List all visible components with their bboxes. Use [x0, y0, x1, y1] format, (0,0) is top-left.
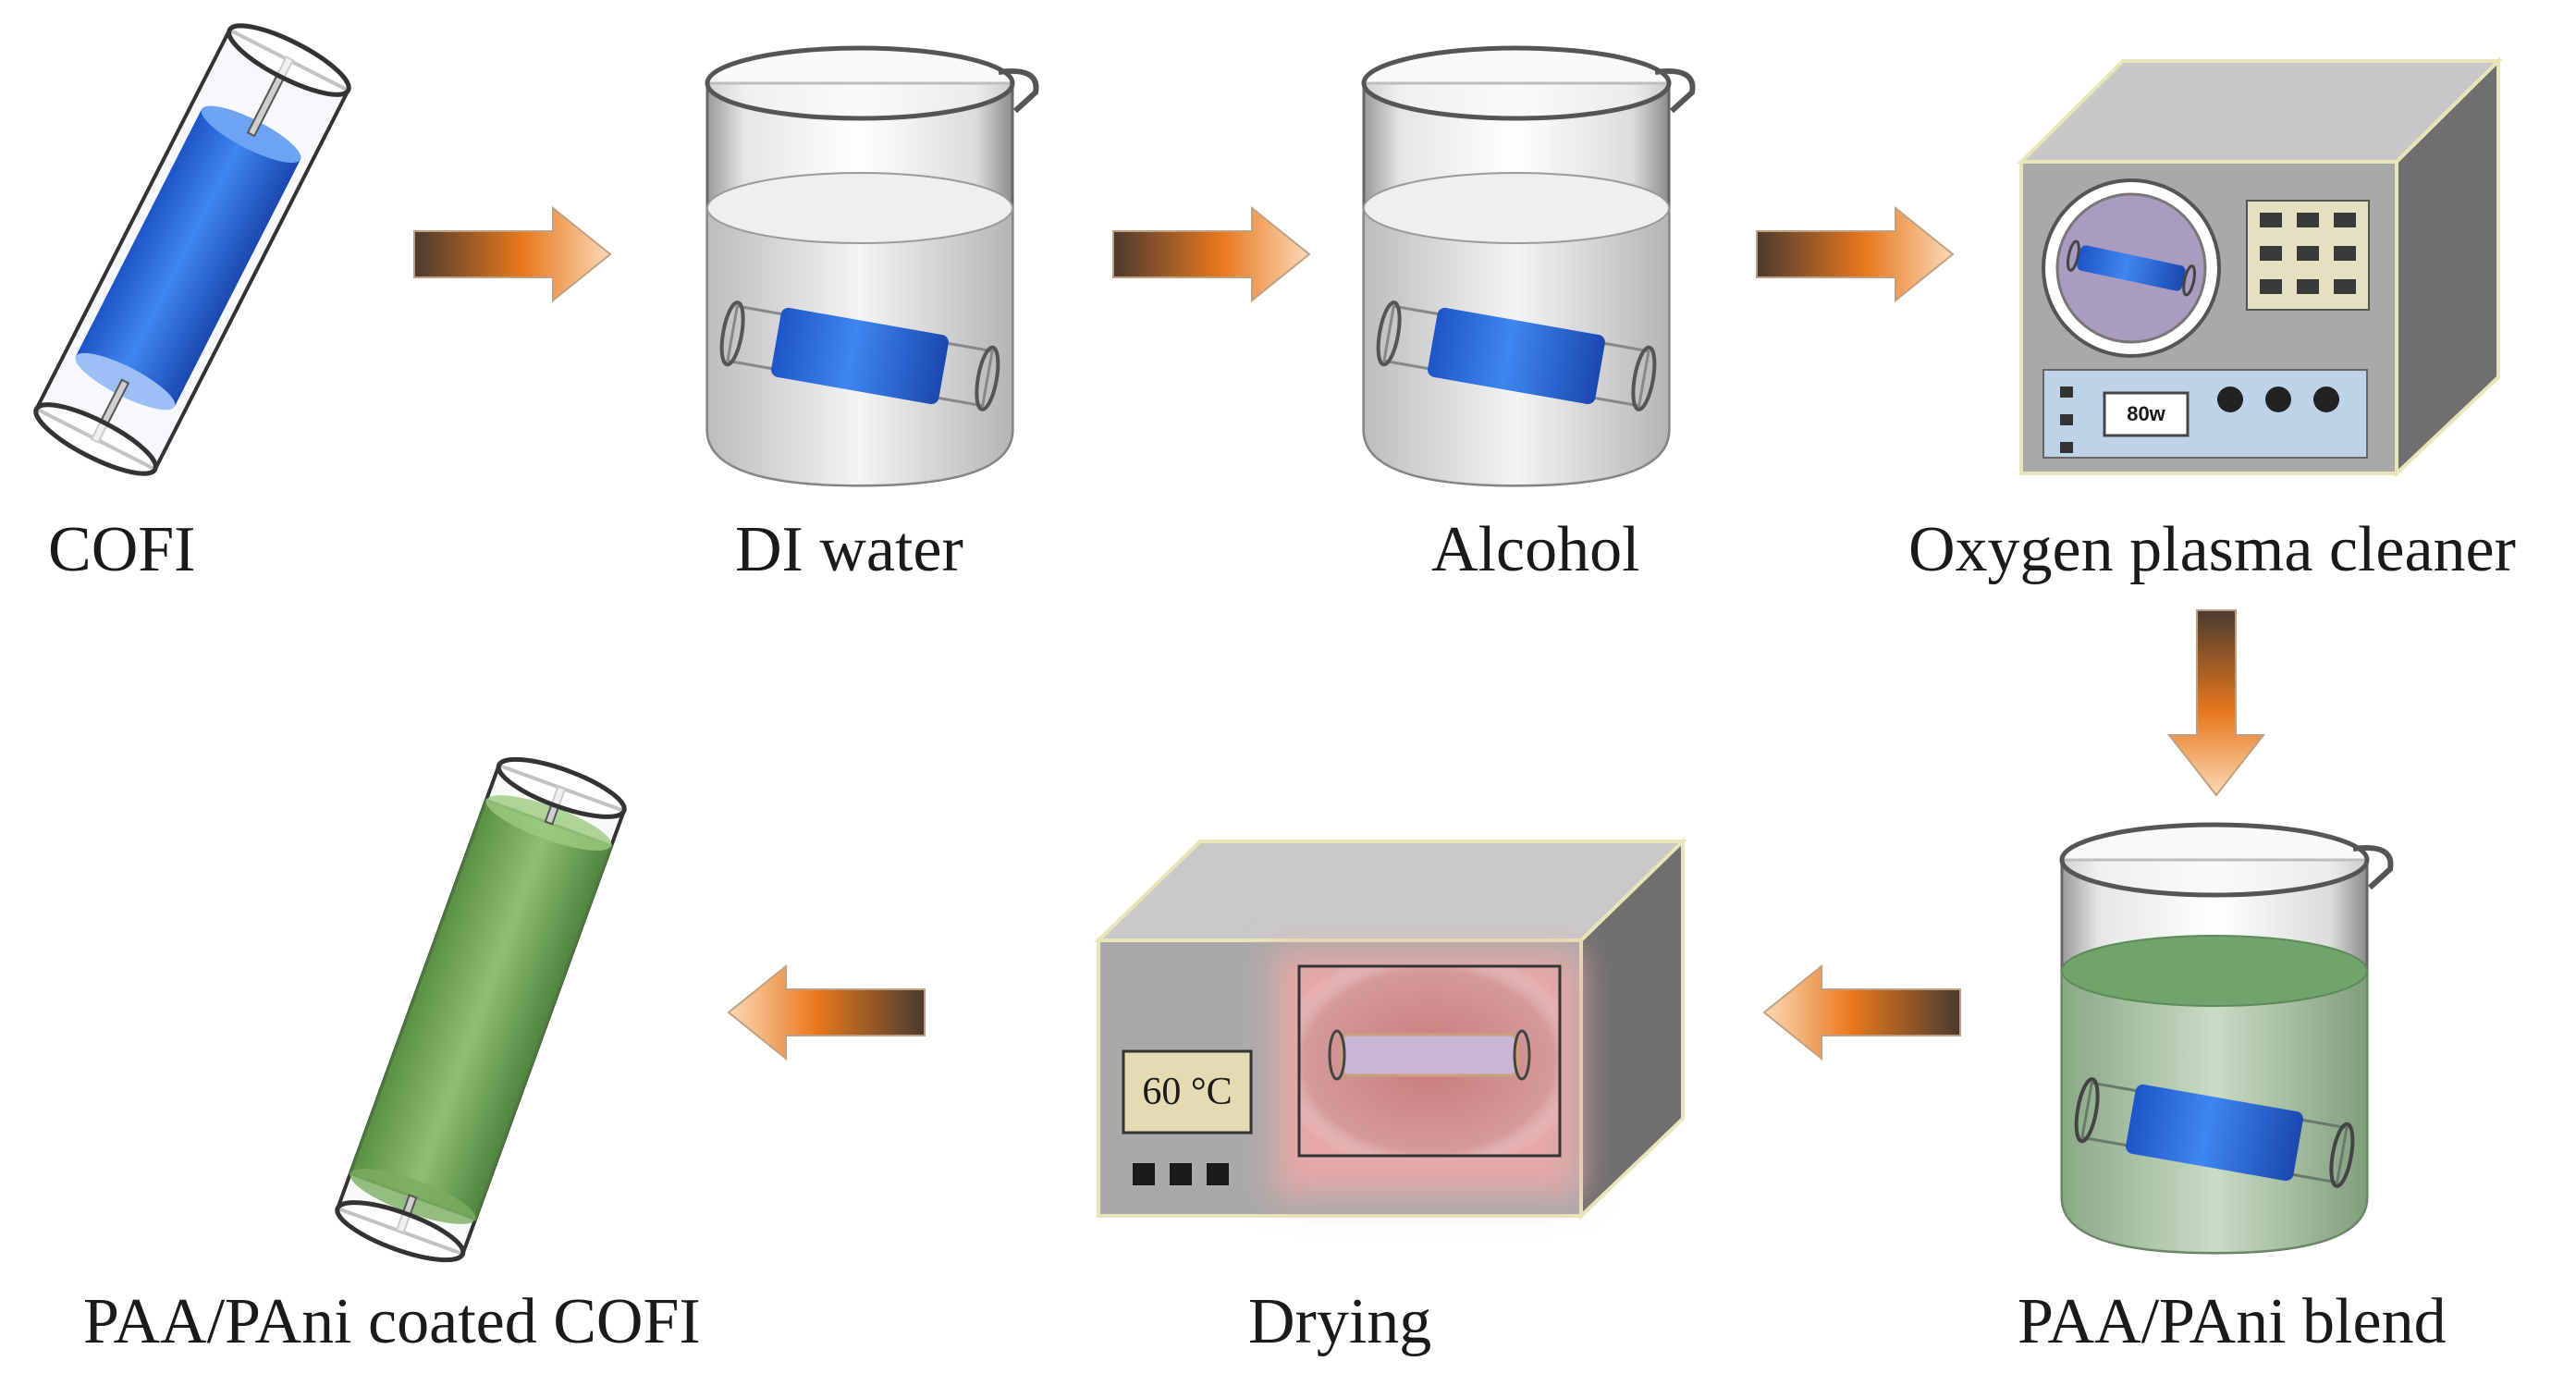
label-paa-pani-blend: PAA/PAni blend	[2018, 1286, 2447, 1357]
oven-temperature-readout: 60 °C	[1142, 1071, 1233, 1113]
label-paa-pani-coated-cofi: PAA/PAni coated COFI	[83, 1286, 701, 1357]
label-di-water: DI water	[735, 514, 963, 585]
drying-oven-icon	[1094, 837, 1687, 1220]
coated-cofi-fiber-icon	[335, 756, 627, 1263]
label-drying: Drying	[1248, 1286, 1432, 1357]
plasma-cleaner-icon	[2017, 56, 2503, 478]
beaker-di-water-icon	[705, 45, 1039, 487]
label-cofi: COFI	[48, 514, 196, 585]
arrow-right-icon	[1112, 205, 1311, 303]
arrow-down-icon	[2166, 609, 2266, 797]
beaker-paa-pani-blend-icon	[2059, 822, 2394, 1255]
arrow-right-icon	[1756, 205, 1955, 303]
label-oxygen-plasma-cleaner: Oxygen plasma cleaner	[1908, 514, 2516, 585]
plasma-power-readout: 80w	[2127, 402, 2165, 425]
arrow-left-icon	[727, 963, 926, 1061]
beaker-alcohol-icon	[1361, 45, 1696, 487]
cofi-fiber-icon	[33, 23, 351, 476]
label-alcohol: Alcohol	[1431, 514, 1640, 585]
arrow-left-icon	[1762, 963, 1961, 1061]
arrow-right-icon	[413, 205, 612, 303]
